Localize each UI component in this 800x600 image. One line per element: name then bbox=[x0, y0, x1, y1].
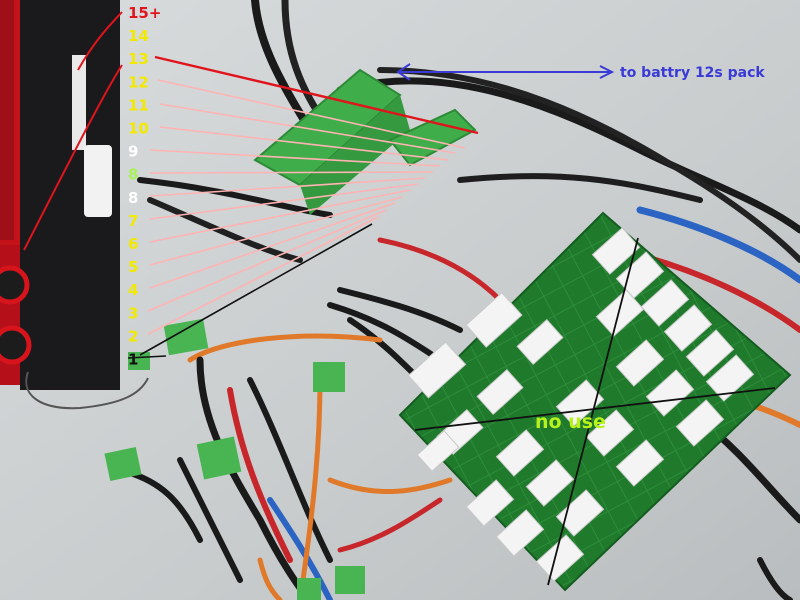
pin-label: 4 bbox=[128, 281, 138, 299]
pin-label-column: 15+ 14 13 12 11 10 9 8 8 7 6 5 4 3 2 1 bbox=[128, 4, 161, 369]
pin-label: 8 bbox=[128, 166, 138, 184]
pin-label: 14 bbox=[128, 27, 149, 45]
pin-label: 12 bbox=[128, 73, 149, 91]
terminal-plug-small bbox=[104, 318, 365, 600]
pin-label: 8 bbox=[128, 189, 138, 207]
pin-label: 1 bbox=[128, 351, 138, 369]
charger-device bbox=[0, 0, 120, 390]
pin-label: 13 bbox=[128, 50, 149, 68]
freehand-red-line bbox=[23, 11, 123, 251]
pin-label: 9 bbox=[128, 143, 138, 161]
pin-label: 15+ bbox=[128, 4, 161, 22]
pin-label: 2 bbox=[128, 327, 138, 345]
pin-guide-line-ground-short bbox=[127, 355, 167, 359]
no-use-cross bbox=[414, 237, 776, 586]
pin-label: 3 bbox=[128, 304, 138, 322]
pin-label: 5 bbox=[128, 258, 138, 276]
pin-label: 6 bbox=[128, 235, 138, 253]
freehand-grey-loop bbox=[25, 371, 149, 410]
battery-arrow bbox=[396, 63, 615, 81]
no-use-annotation: no use bbox=[535, 411, 606, 433]
pin-label: 10 bbox=[128, 120, 149, 138]
pin-guide-line-top bbox=[154, 55, 479, 135]
pin-label: 7 bbox=[128, 212, 138, 230]
pin-label: 11 bbox=[128, 96, 149, 114]
pin-guide-line-ground bbox=[139, 223, 373, 356]
pin-guide-lines bbox=[147, 79, 466, 335]
battery-annotation: to battry 12s pack bbox=[620, 65, 765, 81]
